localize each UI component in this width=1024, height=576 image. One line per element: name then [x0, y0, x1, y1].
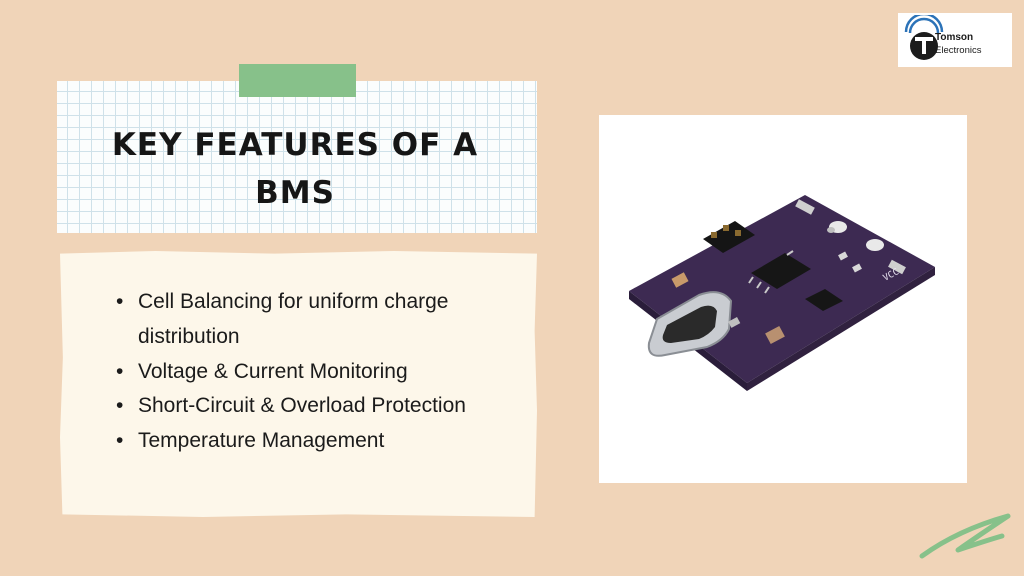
- tomson-t-logo-icon: [904, 15, 944, 60]
- bullet-dot: •: [116, 429, 124, 453]
- tape-decoration: [239, 64, 356, 97]
- squiggle-decoration: [919, 513, 1011, 559]
- title-card: [57, 81, 537, 233]
- list-item: • Temperature Management: [116, 424, 516, 459]
- bullet-dot: •: [116, 290, 124, 313]
- brand-logo: Tomson Electronics: [898, 13, 1012, 67]
- list-item: • Cell Balancing for uniform charge distr…: [116, 285, 516, 355]
- list-item: • Short-Circuit & Overload Protection: [116, 389, 516, 424]
- list-item: • Voltage & Current Monitoring: [116, 355, 516, 390]
- feature-text: Short-Circuit & Overload Protection: [138, 394, 466, 418]
- features-card: [60, 251, 537, 517]
- bullet-dot: •: [116, 359, 124, 383]
- feature-text: Cell Balancing for uniform charge distri…: [138, 290, 449, 348]
- bullet-dot: •: [116, 394, 124, 418]
- brand-subtitle: Electronics: [935, 45, 982, 56]
- product-photo: VCC: [599, 115, 967, 483]
- bms-circuit-board-photo: VCC: [629, 195, 935, 391]
- brand-name: Tomson: [935, 32, 974, 43]
- feature-text: Temperature Management: [138, 429, 385, 453]
- feature-text: Voltage & Current Monitoring: [138, 359, 408, 383]
- page-title: Key Features of a BMS: [111, 127, 479, 211]
- features-list: • Cell Balancing for uniform charge distr…: [116, 285, 516, 459]
